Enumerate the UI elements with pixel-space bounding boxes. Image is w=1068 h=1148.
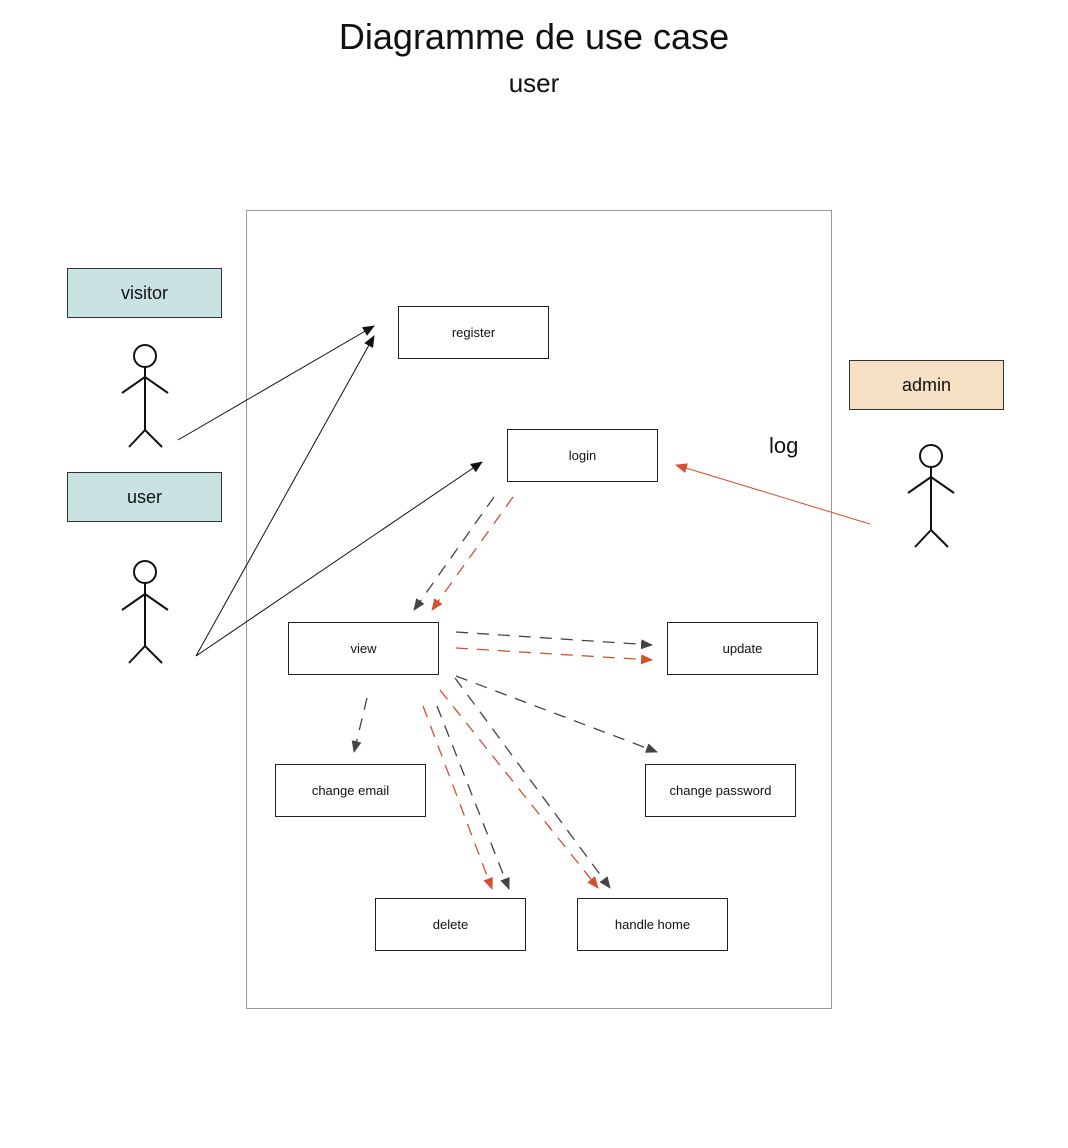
use-case-delete[interactable]: delete — [375, 898, 526, 951]
dependency-login-view-dark — [413, 496, 495, 611]
actor-label-visitor: visitor — [67, 268, 222, 318]
use-case-update[interactable]: update — [667, 622, 818, 675]
log-annotation: log — [769, 433, 799, 458]
association-admin-login — [675, 463, 871, 525]
diagram-subtitle: user — [508, 68, 560, 98]
use-case-view[interactable]: view — [288, 622, 439, 675]
dependency-view-change-email — [351, 697, 368, 753]
association-visitor-register — [177, 325, 375, 441]
actor-figure-visitor — [121, 344, 169, 448]
actor-label-admin: admin — [849, 360, 1004, 410]
use-case-register[interactable]: register — [398, 306, 549, 359]
system-boundary — [246, 210, 832, 1009]
diagram-title: Diagramme de use case — [338, 16, 730, 57]
use-case-login[interactable]: login — [507, 429, 658, 482]
actor-figure-user — [121, 560, 169, 664]
dependency-view-delete-orange — [422, 705, 493, 890]
dependency-view-handle-home-dark — [454, 677, 611, 889]
dependency-login-view-orange — [431, 496, 514, 611]
dependency-view-update-orange — [455, 647, 653, 665]
association-user-register — [195, 335, 375, 657]
use-case-handle-home[interactable]: handle home — [577, 898, 728, 951]
dependency-view-change-password — [455, 675, 658, 753]
dependency-view-handle-home-orange — [439, 689, 599, 889]
dependency-view-delete-dark — [436, 705, 510, 890]
use-case-change-email[interactable]: change email — [275, 764, 426, 817]
use-case-change-password[interactable]: change password — [645, 764, 796, 817]
actor-label-user: user — [67, 472, 222, 522]
association-user-login — [195, 461, 483, 657]
actor-figure-admin — [907, 444, 955, 548]
dependency-view-update-dark — [455, 631, 653, 650]
